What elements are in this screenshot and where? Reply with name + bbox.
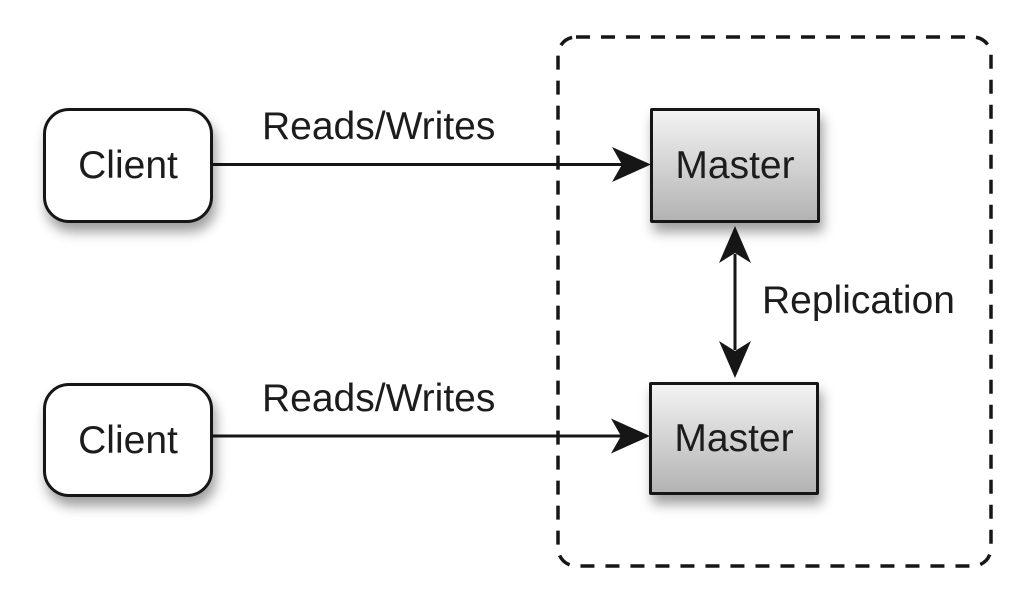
replication-arrow-up-head	[719, 226, 751, 263]
reads-writes-label-top: Reads/Writes	[262, 105, 496, 148]
master-node-bottom-label: Master	[674, 417, 794, 460]
reads-writes-arrow-bottom-head	[611, 418, 650, 454]
reads-writes-arrow-top-head	[612, 147, 651, 182]
reads-writes-arrow-bottom	[213, 418, 650, 454]
replication-arrow-down-head	[719, 341, 751, 378]
replication-arrow	[719, 226, 751, 378]
master-node-top-label: Master	[675, 144, 795, 187]
client-node-bottom-label: Client	[78, 418, 178, 462]
reads-writes-arrow-top	[213, 147, 651, 182]
replication-label: Replication	[762, 279, 955, 322]
client-node-top: Client	[43, 108, 213, 223]
client-node-top-label: Client	[78, 144, 178, 187]
reads-writes-label-bottom: Reads/Writes	[262, 377, 496, 420]
master-node-top: Master	[650, 108, 820, 223]
master-node-bottom: Master	[649, 382, 819, 495]
client-node-bottom: Client	[43, 383, 213, 497]
